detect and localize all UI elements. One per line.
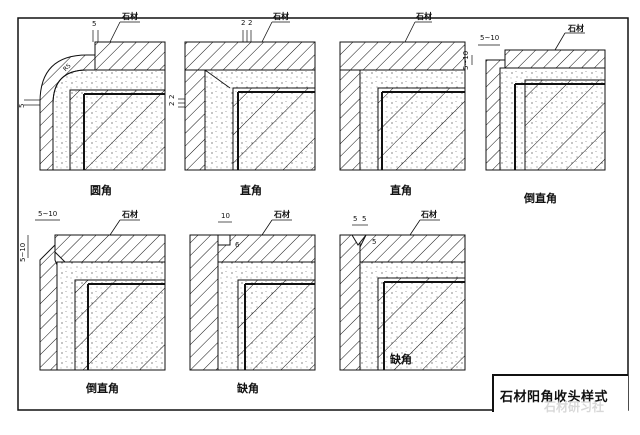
caption-round-corner: 圆角 bbox=[90, 184, 112, 197]
material-label-4: 石材 bbox=[568, 24, 584, 33]
detail-round-corner bbox=[24, 21, 166, 171]
dim-chamfer-b-top: 5~10 bbox=[38, 210, 58, 218]
material-label-3: 石材 bbox=[416, 12, 432, 21]
dim-notch-a-side: 6 bbox=[235, 241, 240, 249]
dim-chamfer-a-top: 5~10 bbox=[480, 34, 500, 42]
dim-square-top-2: 2 bbox=[248, 19, 253, 27]
detail-chamfer-corner-a bbox=[471, 32, 606, 171]
caption-notched-corner-b: 缺角 bbox=[390, 353, 412, 366]
material-label-5: 石材 bbox=[122, 210, 138, 219]
dim-notch-b-top-2: 5 bbox=[362, 215, 367, 223]
material-label-2: 石材 bbox=[273, 12, 289, 21]
dim-round-top: 5 bbox=[92, 20, 97, 28]
dim-notch-a-top: 10 bbox=[221, 212, 230, 220]
dim-chamfer-b-side: 5~10 bbox=[19, 242, 27, 262]
dim-square-side-2: 2 bbox=[168, 94, 176, 99]
detail-notched-corner-b bbox=[339, 219, 466, 371]
caption-notched-corner-a: 缺角 bbox=[237, 382, 259, 395]
watermark: 石材研习社 bbox=[544, 400, 605, 414]
caption-square-corner-b: 直角 bbox=[390, 184, 412, 197]
material-label-1: 石材 bbox=[122, 12, 138, 21]
drawing-title: 石材阳角收头样式 bbox=[500, 390, 609, 405]
dim-square-side-1: 2 bbox=[168, 101, 176, 106]
material-label-6: 石材 bbox=[274, 210, 290, 219]
dim-chamfer-a-side: 5~10 bbox=[462, 50, 470, 70]
drawing-frame bbox=[17, 17, 629, 411]
material-label-7: 石材 bbox=[421, 210, 437, 219]
caption-square-corner-a: 直角 bbox=[240, 184, 262, 197]
dim-square-top-1: 2 bbox=[241, 19, 246, 27]
detail-square-corner-a bbox=[178, 21, 316, 171]
detail-chamfer-corner-b bbox=[27, 219, 166, 371]
dim-notch-b-top-1: 5 bbox=[353, 215, 358, 223]
detail-square-corner-b bbox=[339, 21, 466, 171]
title-block bbox=[492, 374, 628, 412]
caption-chamfer-corner-b: 倒直角 bbox=[86, 382, 119, 395]
detail-notched-corner-a bbox=[189, 219, 316, 371]
dim-notch-b-side: 5 bbox=[372, 238, 377, 246]
caption-chamfer-corner-a: 倒直角 bbox=[524, 192, 557, 205]
dim-round-side: 5 bbox=[18, 103, 26, 108]
